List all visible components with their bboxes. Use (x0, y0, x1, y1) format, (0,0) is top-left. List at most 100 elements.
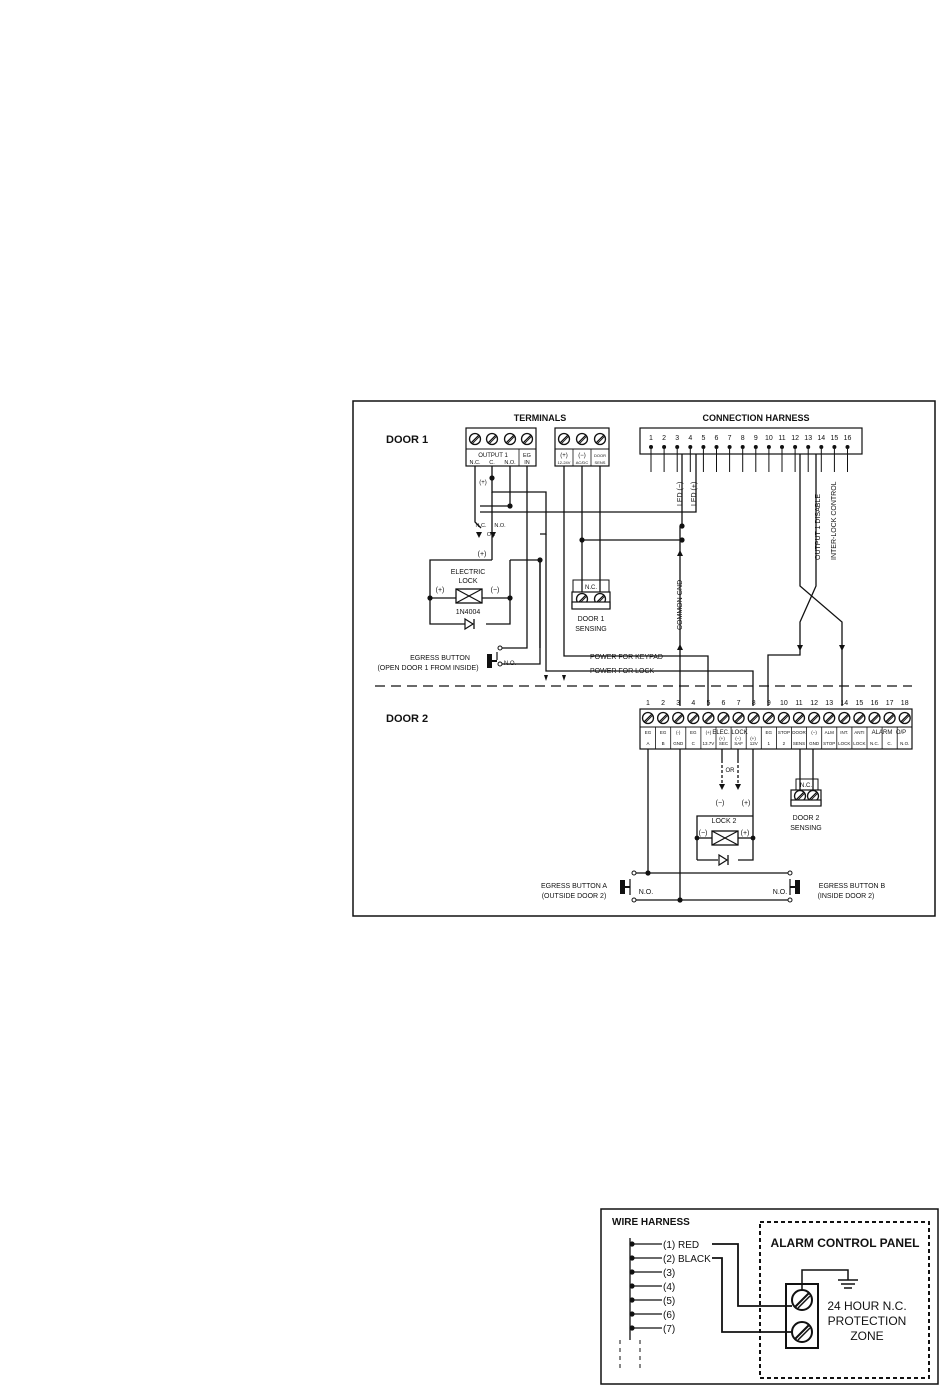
egress-button-b: EGRESS BUTTON B (INSIDE DOOR 2) N.O. (773, 870, 886, 903)
door2-terminal-screw (687, 711, 700, 725)
wire-label: (1) RED (663, 1240, 699, 1251)
interlock-control-label: INTER-LOCK CONTROL (831, 481, 838, 560)
door2-terminal-bottom-label: A (646, 741, 649, 746)
door2-terminal-bottom-label: LOCK (853, 741, 865, 746)
wire-harness-title: WIRE HARNESS (612, 1217, 690, 1228)
door2-terminal-bottom-label: GND (809, 741, 820, 746)
terminal-block-output: OUTPUT 1 N.C. C. N.O. EG IN (465, 427, 537, 467)
door2-pin-number: 16 (871, 700, 879, 707)
led-minus-label: LED (−) (677, 482, 684, 506)
door2-terminal-screw (762, 711, 775, 725)
door2-pin-number: 6 (722, 700, 726, 707)
elec-lock-label: ELEC. LOCK (712, 730, 747, 736)
door2-sensing-label-2: SENSING (790, 825, 822, 832)
door2-pin-number: 1 (646, 700, 650, 707)
door2-pin-number: 9 (767, 700, 771, 707)
lock2-or: OR (726, 768, 736, 774)
electric-lock-plus: (+) (436, 587, 445, 594)
lock2-minus-top: (−) (716, 800, 725, 807)
door2-pin-number: 5 (706, 700, 710, 707)
egress-b-no: N.O. (773, 889, 787, 896)
term-c: C. (489, 460, 495, 466)
term-in: IN (524, 460, 530, 466)
wire-label: (7) (663, 1324, 675, 1335)
lock-or-small: OR (487, 532, 495, 538)
wire-label: (6) (663, 1310, 675, 1321)
door2-terminal-top-label: EG (645, 730, 652, 735)
diode-label: 1N4004 (456, 609, 481, 616)
egress-a-label: EGRESS BUTTON A (541, 883, 607, 890)
egress1-label: EGRESS BUTTON (410, 655, 470, 662)
alarm-label: ALARM (872, 730, 893, 736)
electric-lock-minus: (−) (491, 587, 500, 594)
power-keypad-label: POWER FOR KEYPAD (590, 654, 663, 661)
door2-terminal-screw (641, 711, 655, 725)
door2-terminal-bottom-label: SEC (719, 741, 729, 746)
door2-terminal-top-label: EG (690, 730, 697, 735)
harness-pin-number: 8 (741, 435, 745, 442)
door2-terminal-screw (883, 711, 896, 725)
door2-sensing: N.C. DOOR 2 SENSING (790, 778, 822, 832)
electric-lock-label-1: ELECTRIC (451, 569, 486, 576)
main-diagram: TERMINALS CONNECTION HARNESS DOOR 1 DOOR… (352, 400, 936, 917)
term-sens: SENS (595, 460, 606, 465)
harness-pin-dot (675, 445, 680, 449)
power-lock-label: POWER FOR LOCK (590, 668, 655, 675)
lock-nc-small: N.C. (476, 523, 487, 529)
door1-sensing: N.C. DOOR 1 SENSING (571, 579, 611, 633)
nc-plus-label: (+) (479, 480, 487, 486)
egress-b-sublabel: (INSIDE DOOR 2) (818, 893, 875, 900)
door2-terminal-top-label: ALM (825, 730, 835, 735)
door2-terminal-top-label: (-) (676, 730, 681, 735)
zone-line-2: PROTECTION (828, 1314, 907, 1328)
lock2-label: LOCK 2 (712, 818, 737, 825)
term-door: DOOR (594, 453, 606, 458)
led-plus-label: LED (+) (691, 482, 698, 506)
egress-button-a: EGRESS BUTTON A (OUTSIDE DOOR 2) N.O. (541, 870, 653, 903)
door2-terminal-top-label: EG (660, 730, 667, 735)
harness-pin-number: 5 (701, 435, 705, 442)
terminal-block-power: (+) (−) 12-24V AC/DC DOOR SENS (554, 427, 610, 467)
alarm-diagram: WIRE HARNESS (1) RED(2) BLACK(3)(4)(5)(6… (600, 1208, 939, 1385)
door2-terminal-screw (868, 711, 881, 725)
door2-terminal-top-label: ANTI (854, 730, 864, 735)
door2-terminal-bottom-label: C. (887, 741, 892, 746)
door2-terminal-top-label: (−) (811, 730, 817, 735)
door2-terminal-screw (838, 711, 851, 725)
harness-pin-dot (649, 445, 653, 449)
door2-terminal-screw (807, 711, 821, 725)
alarm-panel-box (759, 1221, 930, 1379)
door1-wiring (429, 454, 754, 706)
door2-terminal-screw (777, 711, 791, 725)
lock2-plus-top: (+) (742, 800, 751, 807)
door2-terminal-screw (732, 711, 745, 725)
door2-terminal-bottom-label: 13.7V (703, 741, 715, 746)
harness-pin-number: 9 (754, 435, 758, 442)
egress1-sublabel: (OPEN DOOR 1 FROM INSIDE) (377, 665, 478, 672)
elec-lock-polarity: (−) (735, 736, 741, 741)
diode-icon (464, 617, 475, 631)
door1-sensing-label-1: DOOR 1 (578, 616, 605, 623)
door2-terminal-bottom-label: LOCK (838, 741, 850, 746)
elec-lock-polarity: (+) (750, 736, 756, 741)
door2-pin-number: 14 (840, 700, 848, 707)
wire-label: (3) (663, 1268, 675, 1279)
harness-pin-number: 14 (817, 435, 825, 442)
op-label: O/P (896, 730, 906, 736)
door2-terminal-strip: 1EGA2EGB3(-)GND4EGC5(+)13.7V6SEC7SAF812V… (639, 700, 913, 750)
door2-terminal-bottom-label: 12V (750, 741, 758, 746)
door2-label: DOOR 2 (386, 713, 428, 725)
alarm-panel-title: ALARM CONTROL PANEL (771, 1236, 920, 1250)
harness-pin-dot (701, 445, 706, 449)
alarm-diagram-frame (600, 1208, 939, 1385)
lock2-minus: (−) (699, 830, 708, 837)
door2-pin-number: 3 (676, 700, 680, 707)
wire-label: (4) (663, 1282, 675, 1293)
harness-pin-dot (662, 445, 667, 449)
door2-arrows (645, 784, 756, 903)
harness-pin-number: 13 (804, 435, 812, 442)
door2-terminal-screw (656, 711, 670, 725)
harness-pin-number: 11 (778, 435, 785, 442)
door2-terminal-bottom-label: SAF (734, 741, 743, 746)
output1-disable-label: OUTPUT 1 DISABLE (815, 494, 822, 560)
